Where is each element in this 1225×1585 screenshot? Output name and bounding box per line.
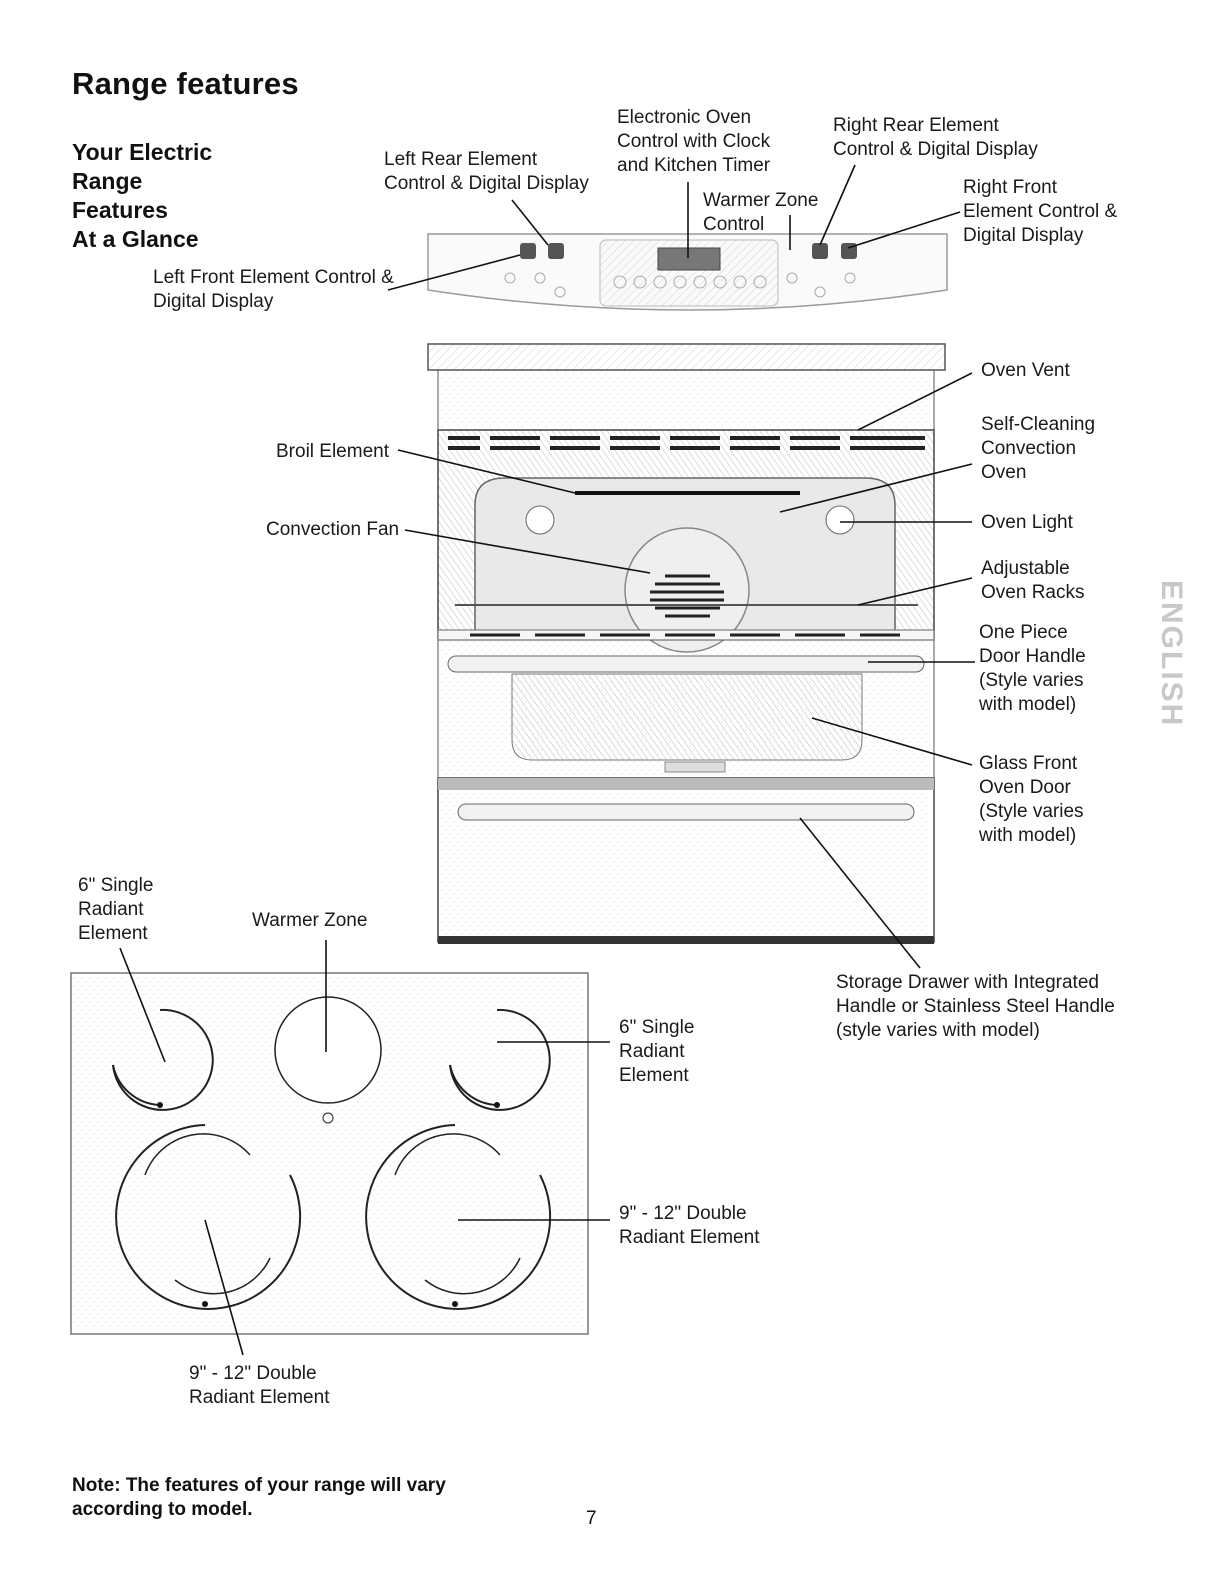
left-rear-knob-display: [520, 243, 536, 259]
door-window: [511, 673, 863, 761]
label-convection-fan: Convection Fan: [266, 519, 400, 540]
note-text: Note: The features of your range will va…: [72, 1475, 446, 1520]
label-left-front-element: Left Front Element Control &Digital Disp…: [153, 267, 394, 312]
page-number: 7: [586, 1508, 597, 1529]
label-oven-light: Oven Light: [981, 512, 1073, 533]
leader-lines: [119, 164, 975, 1356]
cooktop: [70, 972, 589, 1335]
section-subtitle: Your Electric Range Features At a Glance: [72, 139, 213, 252]
convection-fan-grille: [650, 574, 724, 618]
language-side-tab: ENGLISH: [1155, 580, 1188, 728]
door-handle-bar: [447, 655, 925, 673]
label-broil-element: Broil Element: [276, 441, 389, 462]
drawer-handle: [457, 803, 915, 821]
label-oven-vent: Oven Vent: [981, 360, 1070, 381]
page-title: Range features: [72, 66, 299, 101]
label-warmer-zone: Warmer Zone: [252, 910, 368, 931]
oven-light-bulb: [825, 505, 855, 535]
control-panel: [427, 233, 948, 311]
left-front-knob-display: [548, 243, 564, 259]
oven-body: [427, 343, 946, 944]
right-rear-knob-display: [812, 243, 828, 259]
warmer-zone-circle: [274, 996, 382, 1104]
